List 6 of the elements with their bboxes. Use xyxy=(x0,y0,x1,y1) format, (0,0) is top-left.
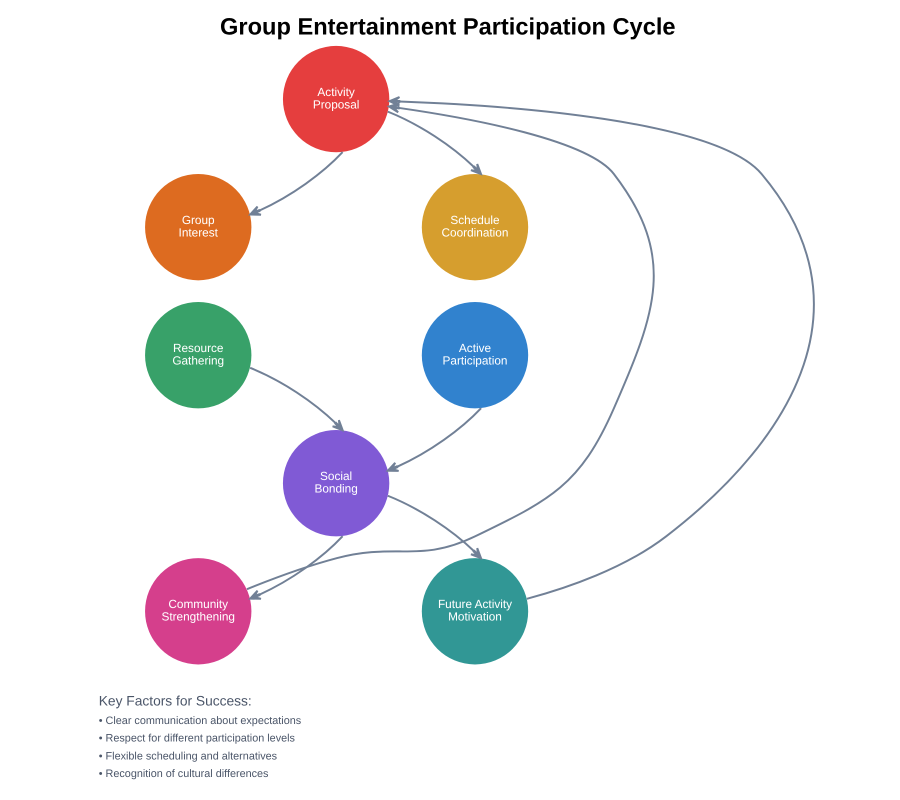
label: • Clear communication about expectations xyxy=(98,714,301,727)
label: Key Factors for Success: xyxy=(98,694,252,709)
diagram-title: Group Entertainment Participation Cycle xyxy=(220,14,676,40)
label: • Respect for different participation levels xyxy=(98,732,294,745)
label: • Flexible scheduling and alternatives xyxy=(98,750,277,762)
label: • Recognition of cultural differences xyxy=(98,768,268,780)
